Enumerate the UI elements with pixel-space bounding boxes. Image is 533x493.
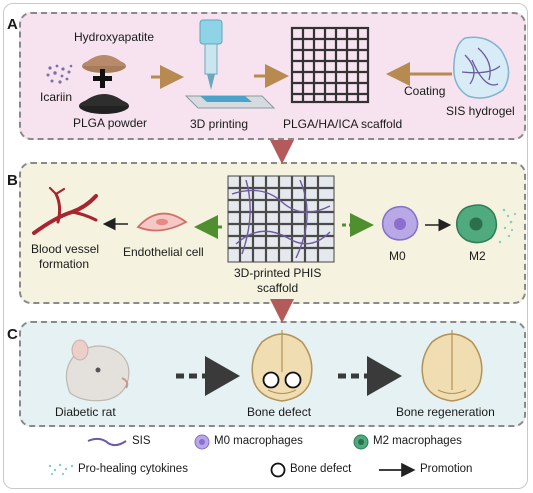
panel-a-label: A xyxy=(7,16,18,33)
sis-hydrogel-blob-icon xyxy=(453,36,510,99)
hydroxyapatite-pile-icon xyxy=(82,55,126,73)
label-coating: Coating xyxy=(404,84,446,98)
label-phis-scaffold: scaffold xyxy=(257,281,299,295)
legend-sis-icon xyxy=(87,437,127,447)
label-3d-printing: 3D printing xyxy=(190,117,249,131)
phis-scaffold-icon xyxy=(227,175,335,263)
blood-vessel-icon xyxy=(32,186,98,235)
label-bone-regeneration: Bone regeneration xyxy=(396,405,495,419)
legend-bone-defect-icon xyxy=(270,462,286,478)
m0-macrophage-icon xyxy=(381,205,419,241)
m2-macrophage-icon xyxy=(455,204,517,244)
label-diabetic-rat: Diabetic rat xyxy=(55,405,116,419)
legend-m0-icon xyxy=(194,434,210,450)
skull-bone-defect-icon xyxy=(251,330,313,402)
label-icariin: Icariin xyxy=(40,90,73,104)
label-formation: formation xyxy=(39,257,90,271)
label-hydroxyapatite: Hydroxyapatite xyxy=(74,30,155,44)
icariin-dots-icon xyxy=(46,64,73,84)
diabetic-rat-icon xyxy=(65,339,130,402)
label-m0: M0 xyxy=(389,249,406,263)
legend-bone-defect-label: Bone defect xyxy=(290,463,352,475)
label-3d-printed-phis: 3D-printed PHIS xyxy=(234,266,322,280)
label-endothelial-cell: Endothelial cell xyxy=(123,245,204,259)
plga-powder-pile-icon xyxy=(79,94,129,114)
legend-sis-label: SIS xyxy=(132,435,151,447)
panel-b-label: B xyxy=(7,172,18,189)
legend-cytokines-label: Pro-healing cytokines xyxy=(78,463,188,475)
label-sis-hydrogel: SIS hydrogel xyxy=(446,104,515,118)
label-blood-vessel: Blood vessel xyxy=(31,242,100,256)
endothelial-cell-icon xyxy=(136,212,188,232)
figure-frame xyxy=(3,3,528,489)
skull-regenerated-icon xyxy=(421,330,483,402)
legend-m0-label: M0 macrophages xyxy=(214,435,303,447)
plus-icon xyxy=(93,69,112,88)
plga-scaffold-grid-icon xyxy=(290,26,370,104)
legend-cytokines-icon xyxy=(48,463,74,476)
label-plga-powder: PLGA powder xyxy=(73,116,148,130)
panel-c-label: C xyxy=(7,326,18,343)
label-m2: M2 xyxy=(469,249,486,263)
legend-m2-label: M2 macrophages xyxy=(373,435,462,447)
legend-m2-icon xyxy=(353,434,369,450)
legend-promotion-label: Promotion xyxy=(420,463,473,475)
label-bone-defect: Bone defect xyxy=(247,405,312,419)
label-plga-ha-ica-scaffold: PLGA/HA/ICA scaffold xyxy=(283,117,403,131)
3d-printer-icon xyxy=(184,19,276,109)
